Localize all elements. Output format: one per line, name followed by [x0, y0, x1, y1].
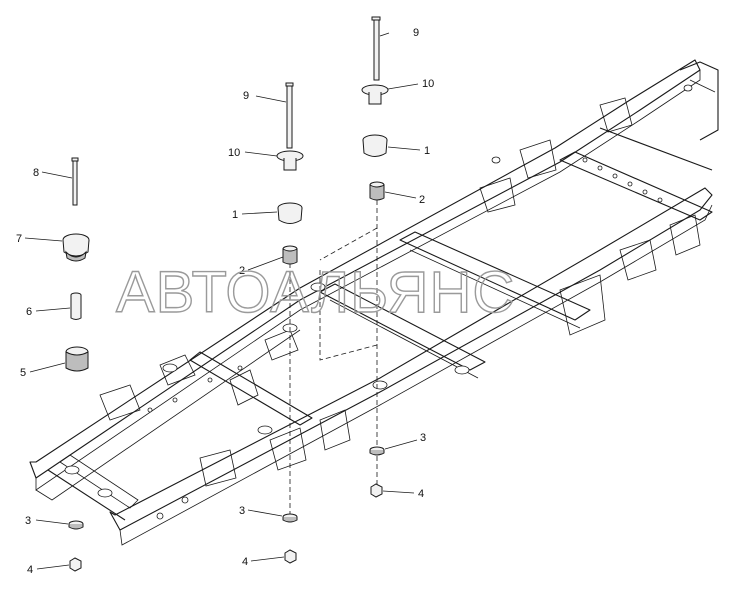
callout-label: 8	[33, 167, 39, 179]
plate-part-10-right	[361, 84, 389, 105]
bolt-part-9-right	[371, 16, 381, 81]
callout-label: 6	[26, 306, 32, 318]
callout-label: 4	[242, 556, 248, 568]
alignment-lines	[289, 200, 378, 520]
callout-label: 1	[232, 209, 238, 221]
spacer-part-2-middle	[282, 245, 298, 265]
callout-label: 10	[422, 78, 434, 90]
bolt-part-9-middle	[285, 82, 294, 149]
callout-label: 1	[424, 145, 430, 157]
callout-label: 2	[239, 265, 245, 277]
callout-label: 10	[228, 147, 240, 159]
callout-label: 9	[413, 27, 419, 39]
callout-label: 5	[20, 367, 26, 379]
callout-label: 2	[419, 194, 425, 206]
callout-label: 4	[418, 488, 424, 500]
nut-part-4-right	[370, 483, 383, 498]
callout-label: 3	[239, 505, 245, 517]
sleeve-part-6	[70, 292, 82, 320]
bolt-part-8	[71, 157, 79, 206]
washer-part-3-middle	[282, 513, 298, 523]
callout-label: 9	[243, 90, 249, 102]
watermark-text: АВТОАЛЬЯНС	[116, 260, 515, 325]
callout-label: 7	[16, 233, 22, 245]
bushing-part-5	[65, 346, 89, 372]
callout-label: 4	[27, 564, 33, 576]
chassis-frame	[29, 59, 719, 546]
callout-label: 3	[25, 515, 31, 527]
nut-part-4-middle	[284, 549, 297, 564]
cushion-part-1-right	[362, 134, 388, 157]
washer-part-3-left	[68, 520, 84, 530]
washer-part-3-right	[369, 446, 385, 456]
callout-labels: 9 10 1 2 9 10 1 2 8 7 6 5 3 4 3 4 3 4	[16, 27, 434, 576]
cushion-part-1-middle	[277, 202, 303, 224]
nut-part-4-left	[69, 557, 82, 572]
plate-part-10-middle	[276, 150, 304, 171]
callout-label: 3	[420, 432, 426, 444]
cushion-part-7	[62, 233, 90, 262]
leader-lines	[24, 32, 421, 570]
spacer-part-2-right	[369, 181, 385, 201]
